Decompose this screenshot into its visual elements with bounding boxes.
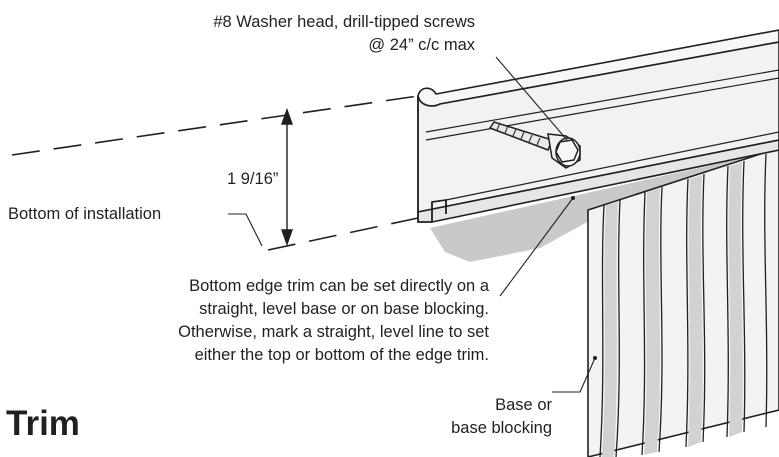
base-label-line2: base blocking	[451, 419, 552, 437]
leader-lines	[228, 56, 596, 393]
dimension-arrow	[281, 107, 293, 247]
base-label-line1: Base or	[495, 396, 552, 414]
screw-label-line1: #8 Washer head, drill-tipped screws	[213, 13, 475, 31]
leader-dot-trim	[571, 196, 575, 200]
dimension-label: 1 9/16”	[227, 170, 279, 188]
siding-panel	[587, 147, 779, 457]
note-line1: Bottom edge trim can be set directly on …	[189, 277, 489, 295]
leader-dot-base	[593, 356, 597, 360]
edge-trim	[417, 29, 779, 223]
bottom-of-installation-label: Bottom of installation	[8, 205, 162, 223]
section-heading: Trim	[6, 404, 80, 443]
washer-head-screw	[488, 121, 581, 169]
screw-label-line2: @ 24” c/c max	[368, 36, 475, 54]
note-line4: either the top or bottom of the edge tri…	[194, 346, 489, 364]
note-line2: straight, level base or on base blocking…	[199, 300, 489, 318]
dashed-extension-lines	[11, 95, 419, 251]
note-line3: Otherwise, mark a straight, level line t…	[178, 323, 489, 341]
